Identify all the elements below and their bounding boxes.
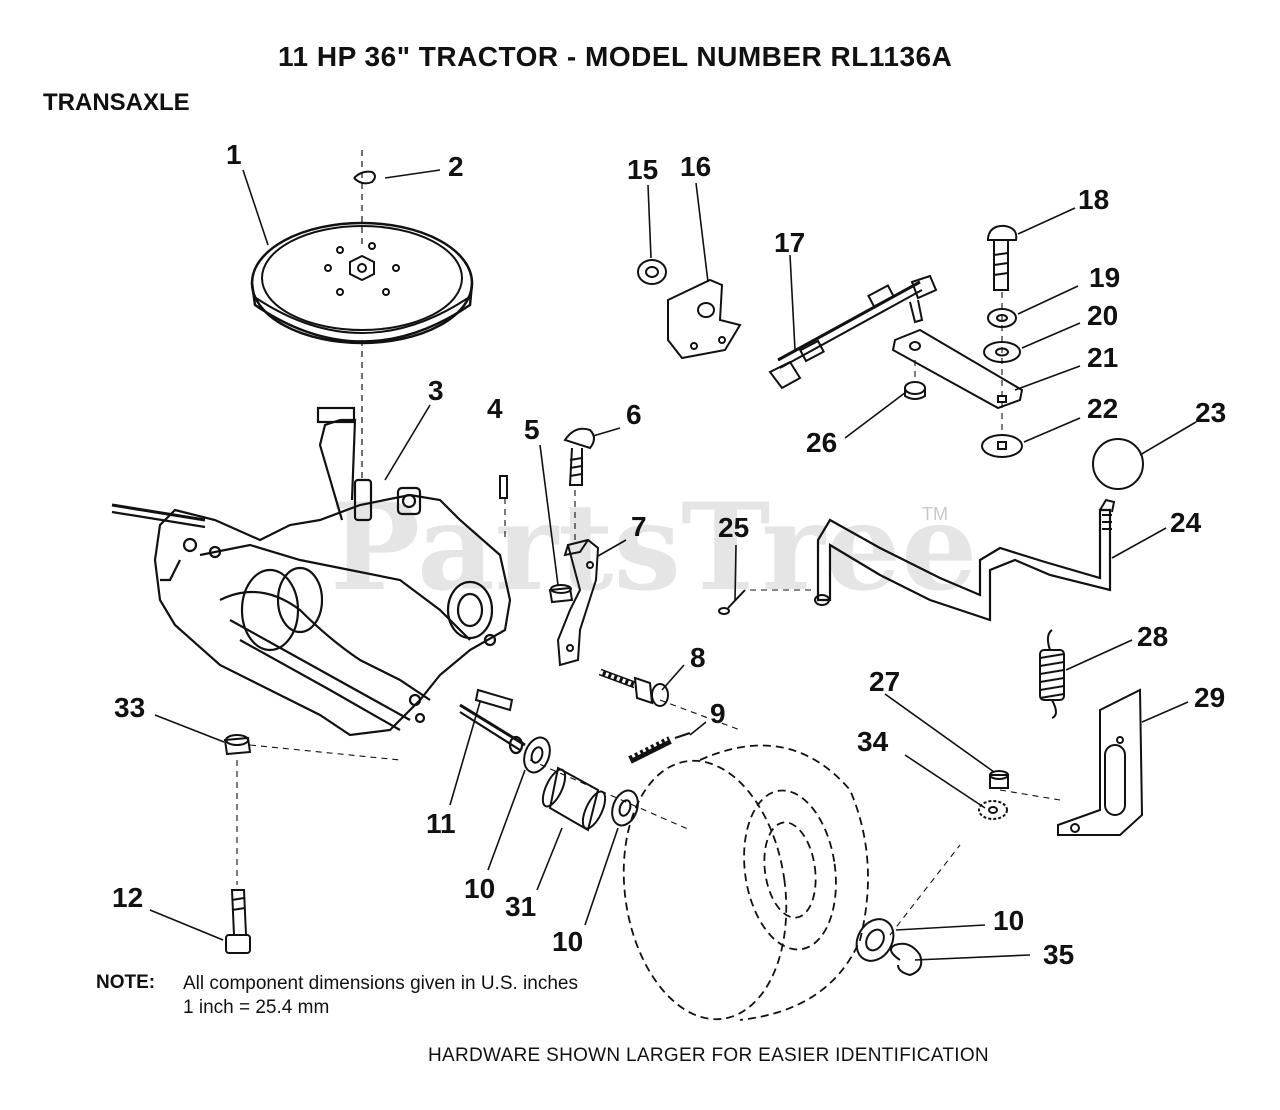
- axle-key-part: [474, 688, 514, 712]
- callout-35: 35: [1043, 939, 1075, 970]
- callout-6: 6: [626, 399, 642, 430]
- washer-15-part: [637, 259, 667, 285]
- nut-33-part: [223, 734, 252, 756]
- callout-9: 9: [710, 698, 726, 729]
- callout-21: 21: [1087, 342, 1119, 373]
- watermark: PartsTree: [330, 477, 978, 618]
- page-title: 11 HP 36" TRACTOR - MODEL NUMBER RL1136A: [278, 41, 953, 72]
- nut-26-part: [904, 381, 926, 400]
- bracket-7-part: [556, 538, 600, 667]
- callout-25: 25: [718, 512, 750, 543]
- carriage-bolt-part: [563, 427, 595, 486]
- washer-22-part: [981, 434, 1023, 458]
- washer-10b-part: [611, 789, 639, 827]
- callout-16: 16: [680, 151, 712, 182]
- callout-27: 27: [869, 666, 901, 697]
- star-washer-34-part: [978, 800, 1008, 820]
- spacer-31-part: [541, 766, 607, 832]
- callout-19: 19: [1089, 262, 1121, 293]
- nut-5-part: [548, 584, 574, 604]
- callout-28: 28: [1137, 621, 1169, 652]
- callout-10c: 10: [993, 905, 1025, 936]
- callout-34: 34: [857, 726, 889, 757]
- callout-10a: 10: [464, 873, 496, 904]
- callout-31: 31: [505, 891, 537, 922]
- shift-lever-24-part: [814, 498, 1116, 622]
- cotter-pin-25-part: [718, 589, 746, 615]
- callout-1: 1: [226, 139, 242, 170]
- callout-11: 11: [426, 808, 456, 839]
- section-title: TRANSAXLE: [43, 89, 190, 116]
- spring-9-part: [628, 732, 691, 764]
- note-label: NOTE:: [96, 972, 156, 993]
- pulley-part: [250, 221, 474, 345]
- callout-15: 15: [627, 154, 659, 185]
- washer-10a-part: [523, 736, 551, 774]
- bolt-12-part: [225, 889, 251, 954]
- watermark-trademark: TM: [922, 504, 948, 524]
- e-clip-35-part: [890, 942, 923, 977]
- bolt-18-part: [987, 224, 1018, 291]
- note-line-1: All component dimensions given in U.S. i…: [183, 973, 578, 994]
- callout-7: 7: [631, 511, 647, 542]
- callout-12: 12: [112, 882, 144, 913]
- callout-17: 17: [774, 227, 806, 258]
- transaxle-body-part: [111, 406, 526, 755]
- callout-26: 26: [806, 427, 838, 458]
- callout-8: 8: [690, 642, 706, 673]
- callout-22: 22: [1087, 393, 1119, 424]
- knob-23-part: [1092, 438, 1144, 490]
- bracket-29-part: [1057, 688, 1144, 836]
- hardware-note: HARDWARE SHOWN LARGER FOR EASIER IDENTIF…: [428, 1045, 989, 1066]
- callout-5: 5: [524, 414, 540, 445]
- callout-20: 20: [1087, 300, 1119, 331]
- callout-33: 33: [114, 692, 146, 723]
- callout-18: 18: [1078, 184, 1110, 215]
- key-part: [499, 475, 508, 499]
- callout-3: 3: [428, 375, 444, 406]
- hex-bolt-8-part: [598, 668, 669, 707]
- callout-24: 24: [1170, 507, 1202, 538]
- clip-part: [353, 170, 376, 185]
- bracket-16-part: [667, 278, 742, 360]
- callout-4: 4: [487, 393, 503, 424]
- callout-23: 23: [1195, 397, 1227, 428]
- tire-part: [622, 744, 869, 1021]
- callout-2: 2: [448, 151, 464, 182]
- callout-10b: 10: [552, 926, 584, 957]
- nut-27-part: [989, 770, 1009, 789]
- callout-29: 29: [1194, 682, 1226, 713]
- control-rod-17-part: [768, 274, 938, 390]
- note-line-2: 1 inch = 25.4 mm: [183, 997, 330, 1018]
- spring-28-part: [1039, 629, 1065, 719]
- washer-10c-part: [855, 918, 895, 962]
